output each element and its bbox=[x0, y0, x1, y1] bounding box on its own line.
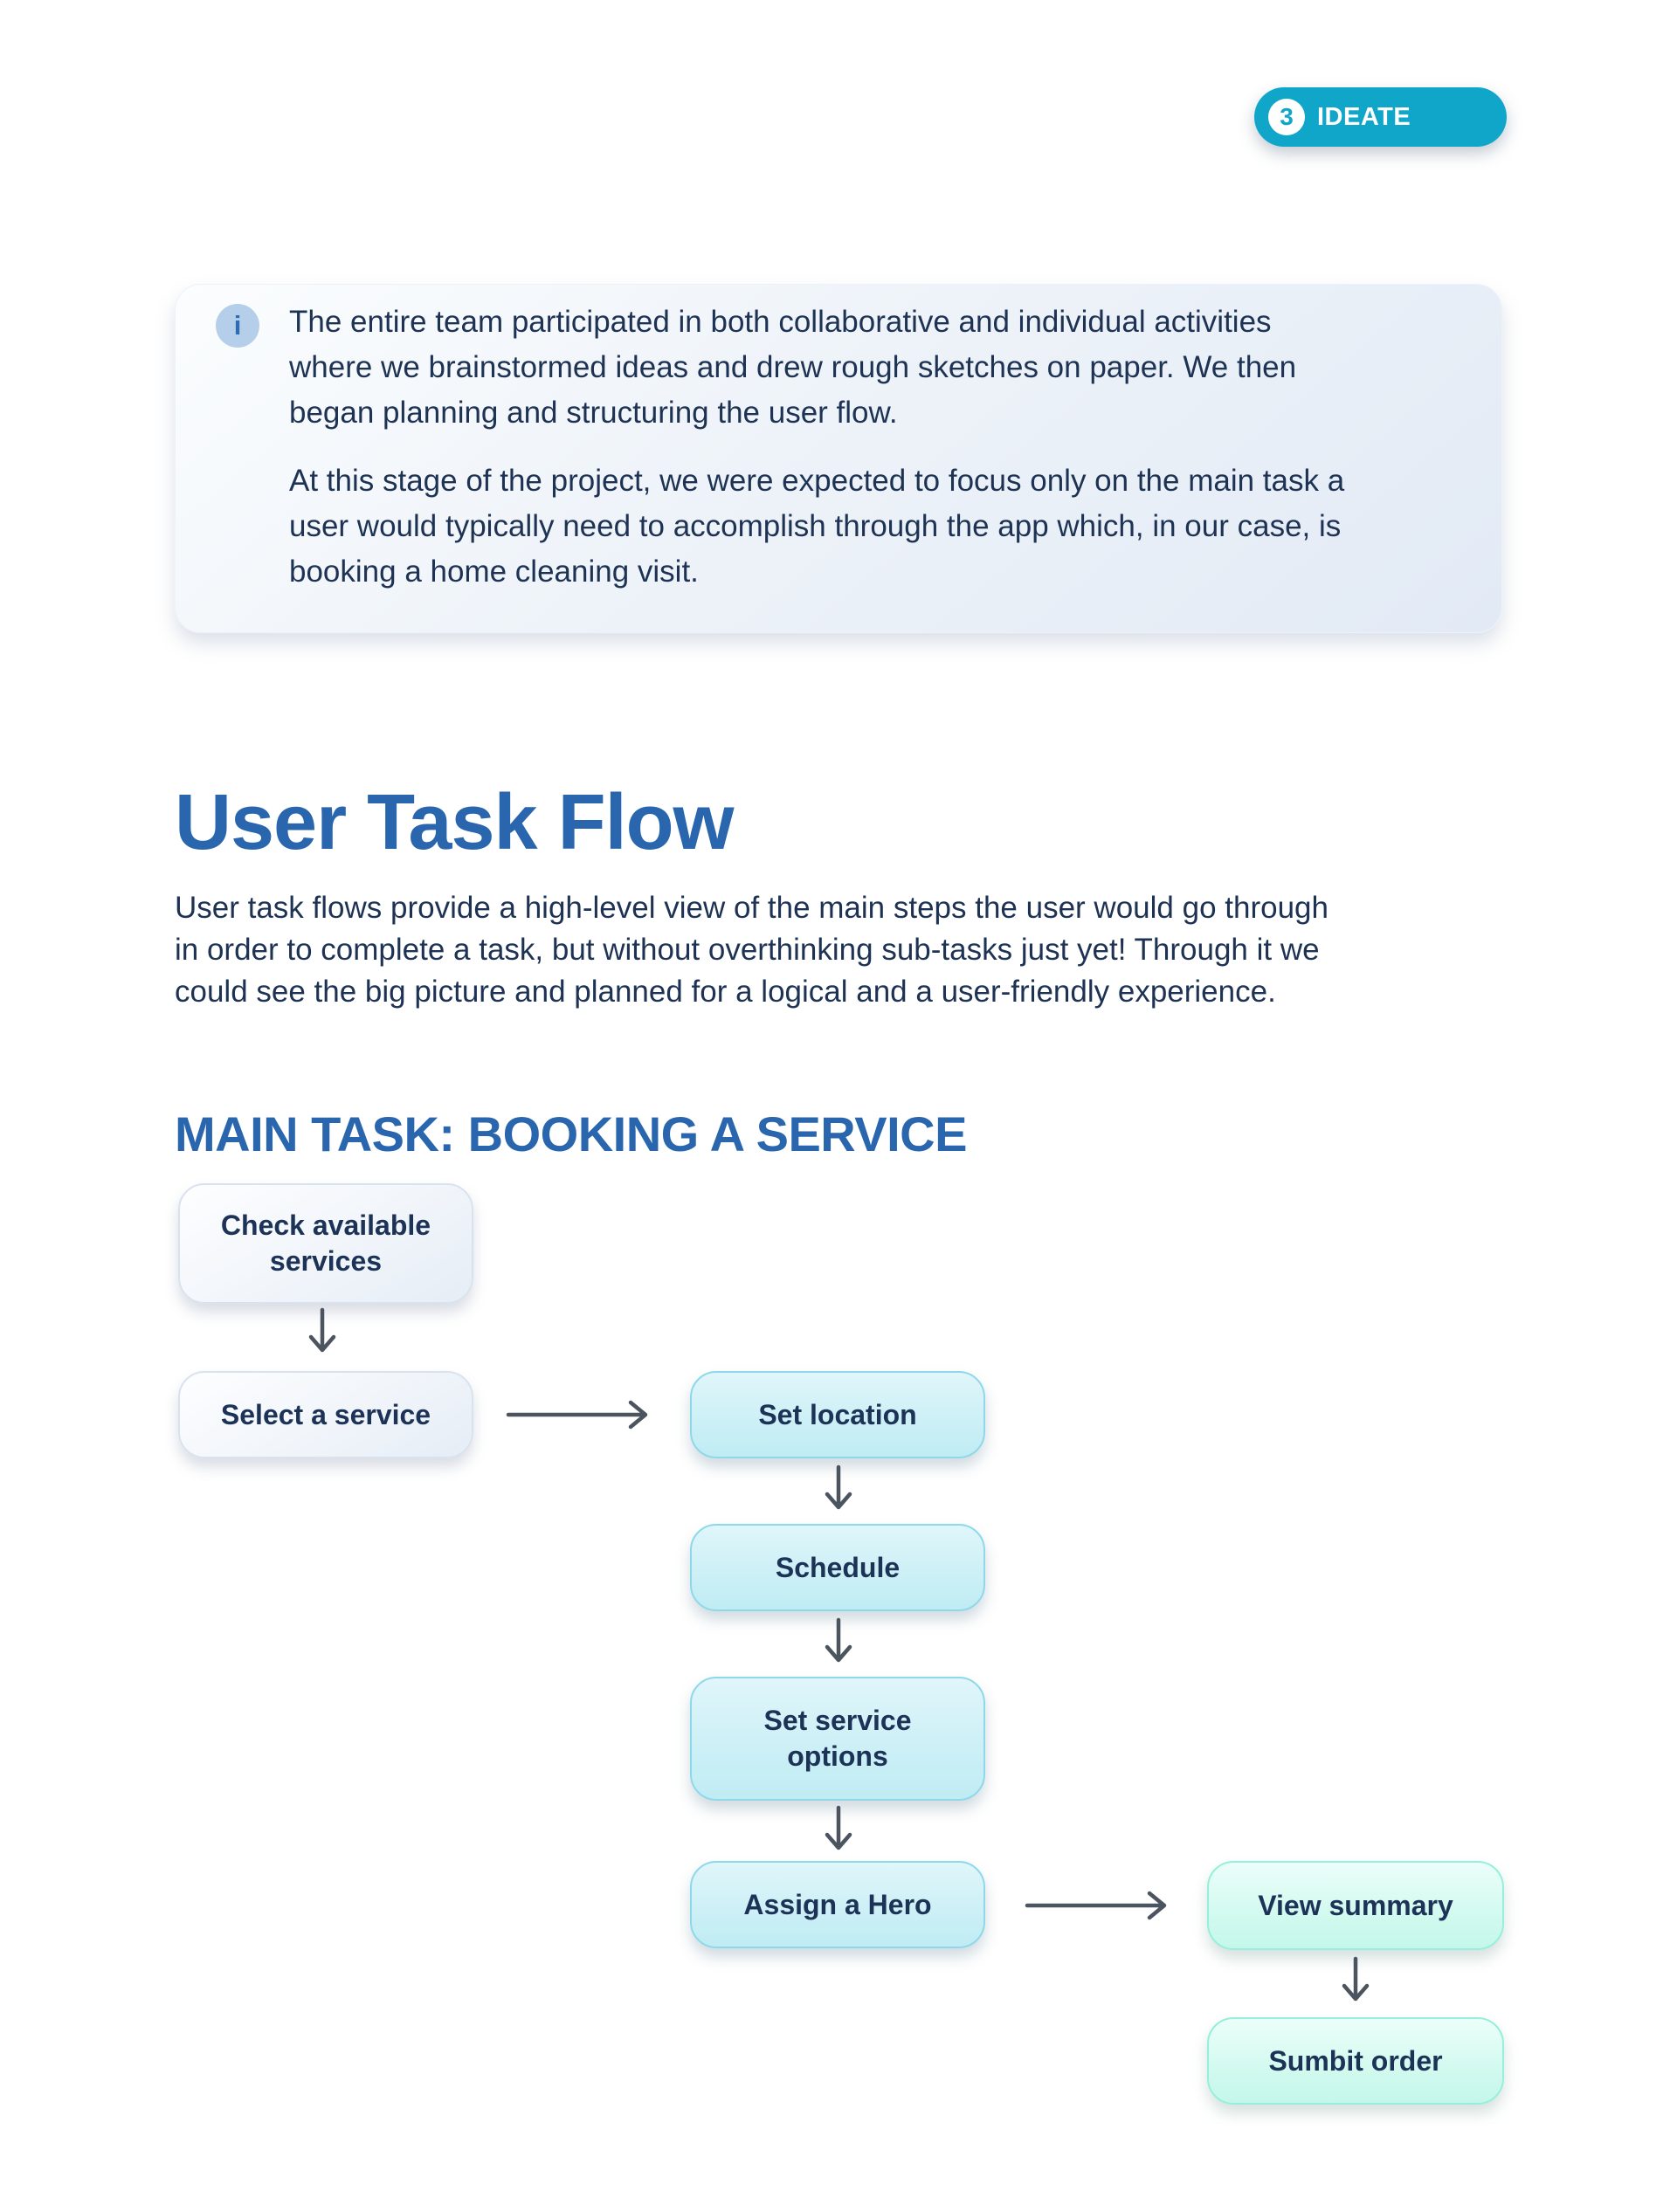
arrow-down-icon bbox=[821, 1616, 856, 1674]
info-card-text: The entire team participated in both col… bbox=[289, 300, 1499, 595]
info-icon: i bbox=[216, 304, 259, 348]
phase-badge: 3 IDEATE bbox=[1254, 87, 1507, 147]
flow-node-sumbit-order: Sumbit order bbox=[1207, 2017, 1504, 2105]
flow-node-view-summary: View summary bbox=[1207, 1861, 1504, 1950]
arrow-right-icon bbox=[1024, 1886, 1179, 1925]
flow-node-check-available-services: Check available services bbox=[178, 1183, 473, 1304]
arrow-right-icon bbox=[505, 1395, 660, 1434]
flow-node-set-location: Set location bbox=[690, 1371, 985, 1458]
flow-node-schedule: Schedule bbox=[690, 1524, 985, 1611]
flow-node-set-service-options: Set service options bbox=[690, 1677, 985, 1801]
info-paragraph-1: The entire team participated in both col… bbox=[289, 305, 1297, 430]
section-title: MAIN TASK: BOOKING A SERVICE bbox=[175, 1106, 967, 1161]
info-icon-glyph: i bbox=[233, 310, 242, 341]
intro-paragraph: User task flows provide a high-level vie… bbox=[175, 891, 1328, 1009]
badge-label: IDEATE bbox=[1317, 102, 1411, 131]
flow-node-select-a-service: Select a service bbox=[178, 1371, 473, 1458]
arrow-down-icon bbox=[1338, 1955, 1373, 2013]
flow-node-assign-a-hero: Assign a Hero bbox=[690, 1861, 985, 1948]
page-title: User Task Flow bbox=[175, 779, 735, 866]
info-paragraph-2: At this stage of the project, we were ex… bbox=[289, 464, 1345, 589]
badge-step-circle: 3 bbox=[1268, 99, 1305, 135]
arrow-down-icon bbox=[821, 1804, 856, 1862]
info-card: i The entire team participated in both c… bbox=[175, 284, 1502, 633]
arrow-down-icon bbox=[305, 1306, 340, 1364]
badge-step-number: 3 bbox=[1280, 103, 1294, 130]
arrow-down-icon bbox=[821, 1464, 856, 1521]
